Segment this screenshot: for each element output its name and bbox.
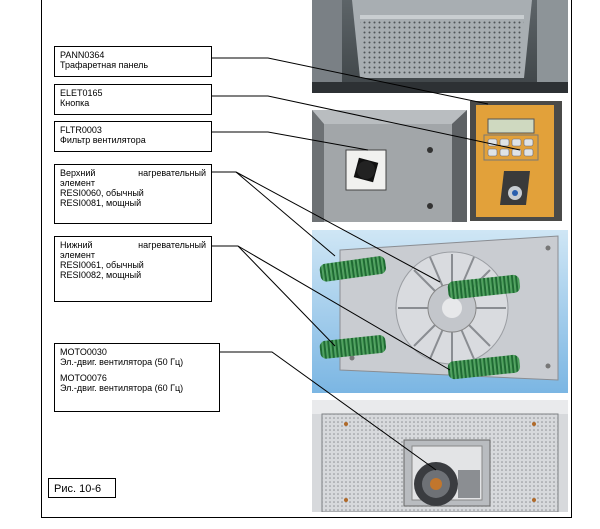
leader-line-panel bbox=[212, 57, 489, 105]
word: Верхний bbox=[60, 168, 96, 178]
part-description: Трафаретная панель bbox=[60, 60, 149, 70]
part-code: ELET0165 bbox=[60, 88, 103, 98]
word: нагревательный bbox=[138, 168, 206, 178]
word: Нижний bbox=[60, 240, 93, 250]
part-description: Фильтр вентилятора bbox=[60, 135, 146, 145]
leader-line-upper-element-a bbox=[235, 171, 336, 257]
photo-heating-elements bbox=[312, 230, 568, 393]
part-code-line: RESI0060, обычный bbox=[60, 188, 144, 198]
photo-fan-motor bbox=[312, 400, 568, 512]
leader-line-filter bbox=[212, 131, 369, 151]
label-line: элемент bbox=[60, 250, 95, 260]
photo-perforated-panel bbox=[312, 0, 568, 93]
leader-line-lower-element-a bbox=[237, 245, 336, 347]
figure-caption: Рис. 10-6 bbox=[48, 478, 116, 498]
part-description: Эл.-двиг. вентилятора (60 Гц) bbox=[60, 383, 184, 393]
label-line: элемент bbox=[60, 178, 95, 188]
leader-line-button bbox=[212, 95, 521, 151]
label-perforated-panel: PANN0364 Трафаретная панель bbox=[54, 46, 212, 77]
label-lower-heating-element: Нижний нагревательный элемент RESI0061, … bbox=[54, 236, 212, 302]
word: нагревательный bbox=[138, 240, 206, 250]
label-fan-filter: FLTR0003 Фильтр вентилятора bbox=[54, 121, 212, 152]
photo-fan-filter bbox=[312, 110, 467, 222]
label-first-line: Нижний нагревательный bbox=[60, 240, 206, 250]
part-code-line: RESI0061, обычный bbox=[60, 260, 144, 270]
leader-line-motor bbox=[220, 351, 437, 471]
part-code-line: RESI0082, мощный bbox=[60, 270, 142, 280]
label-upper-heating-element: Верхний нагревательный элемент RESI0060,… bbox=[54, 164, 212, 224]
label-first-line: Верхний нагревательный bbox=[60, 168, 206, 178]
part-description: Эл.-двиг. вентилятора (50 Гц) bbox=[60, 357, 184, 367]
label-button: ELET0165 Кнопка bbox=[54, 84, 212, 115]
label-fan-motor: MOTO0030 Эл.-двиг. вентилятора (50 Гц) M… bbox=[54, 343, 220, 412]
part-code: MOTO0076 bbox=[60, 373, 107, 383]
part-description: Кнопка bbox=[60, 98, 90, 108]
leader-line-lower-element-b bbox=[237, 245, 451, 371]
part-code: PANN0364 bbox=[60, 50, 105, 60]
part-code-line: RESI0081, мощный bbox=[60, 198, 142, 208]
part-code: MOTO0030 bbox=[60, 347, 107, 357]
part-code: FLTR0003 bbox=[60, 125, 102, 135]
leader-line-upper-element-b bbox=[235, 171, 441, 283]
photo-control-panel bbox=[470, 101, 562, 221]
